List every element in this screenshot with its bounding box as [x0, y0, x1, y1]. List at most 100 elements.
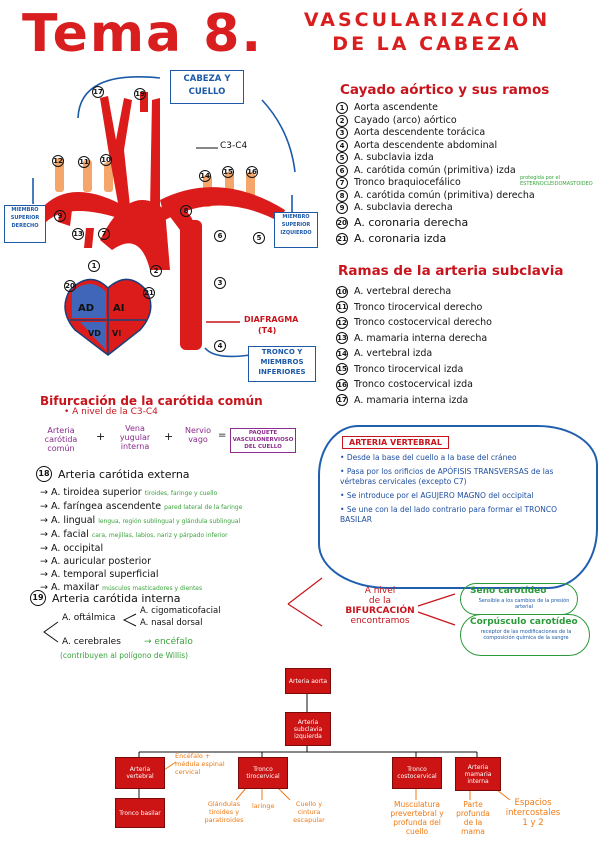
diag-num: 19 — [134, 88, 146, 100]
flow-costocervical: Tronco costocervical — [392, 757, 442, 789]
cayado-title: Cayado aórtico y sus ramos — [334, 82, 556, 98]
list-item: → A. facial cara, mejillas, labios, nari… — [40, 529, 228, 540]
heart-vi-label: VI — [112, 329, 122, 338]
eq-plus-2: + — [164, 430, 174, 443]
diag-num: 3 — [214, 277, 226, 289]
paquete-box: PAQUETE VASCULONERVIOSO DEL CUELLO — [230, 428, 296, 453]
diag-num: 21 — [143, 287, 155, 299]
bif-nivel-text: A nivel de la BIFURCACIÓN encontramos — [345, 586, 415, 626]
label-c3c4: C3-C4 — [220, 141, 248, 151]
eq-nervio: Nervio vago — [184, 426, 212, 444]
flow-note-laringe: laringe — [252, 802, 275, 810]
flow-note-intercostales: Espacios intercostales 1 y 2 — [505, 798, 561, 828]
diag-num: 12 — [52, 155, 64, 167]
cayado-note: protegida por el ESTERNOCLEIDOMASTOIDEO — [520, 175, 593, 187]
diag-num: 15 — [222, 166, 234, 178]
diag-num: 13 — [72, 228, 84, 240]
arrow-head-left — [77, 76, 161, 119]
corpusculo-note: receptor de las modificaciones de la com… — [480, 629, 572, 641]
eq-plus-1: + — [96, 430, 106, 443]
bifurcacion-title: Bifurcación de la carótida común — [34, 394, 269, 408]
page-title: Tema 8. — [22, 4, 264, 64]
list-item: → A. tiroidea superior tiroides, faringe… — [40, 487, 218, 498]
flow-note-mama: Parte profunda de la mama — [456, 800, 490, 836]
flow-note-tiroides: Glándulas tiroides y paratiroides — [204, 800, 244, 824]
box-trunk: TRONCO Y MIEMBROS INFERIORES — [248, 346, 316, 382]
subclavia-title: Ramas de la arteria subclavia — [332, 263, 570, 279]
flow-note-encefalo: Encéfalo + médula espinal cervical — [175, 752, 225, 776]
vertebral-cloud — [318, 425, 598, 589]
list-item: → A. maxilar músculos masticadores y die… — [40, 582, 203, 593]
vertebral-bullets: • Desde la base del cuello a la base del… — [340, 453, 580, 525]
list-item: → A. faríngea ascendente pared lateral d… — [40, 501, 243, 512]
list-item: → A. lingual lengua, región sublingual y… — [40, 515, 241, 526]
interna-title: 19 Arteria carótida interna — [30, 590, 180, 606]
eq-arrow: = — [218, 430, 227, 441]
vertebral-bullet: • Se introduce por el AGUJERO MAGNO del … — [340, 491, 534, 500]
eq-vena: Vena yugular interna — [119, 424, 151, 451]
vertebral-bullet: • Desde la base del cuello a la base del… — [340, 453, 517, 462]
heart-ad-label: AD — [78, 303, 95, 314]
box-right-arm: MIEMBRO SUPERIOR DERECHO — [4, 205, 46, 243]
arrow-bottom — [204, 347, 251, 358]
diag-num: 7 — [98, 228, 110, 240]
flow-mamaria: Arteria mamaria interna — [455, 757, 501, 791]
box-head-neck: CABEZA Y CUELLO — [170, 70, 244, 104]
vertebral-bullet: • Se une con la del lado contrario para … — [340, 505, 557, 524]
heart-vd-label: VD — [88, 329, 101, 338]
subtitle-line-2: DE LA CABEZA — [332, 33, 522, 55]
diag-num: 6 — [214, 230, 226, 242]
flow-note-cuello: Cuello y cintura escapular — [293, 800, 325, 824]
heart-vd — [80, 322, 106, 350]
seno-note: Sensible a los cambios de la presión art… — [478, 598, 570, 610]
label-t4: (T4) — [258, 326, 277, 335]
diag-num: 4 — [214, 340, 226, 352]
arrow-right-curve — [261, 99, 296, 173]
corpusculo-cloud — [460, 614, 590, 656]
list-item: → A. occipital — [40, 543, 104, 554]
encefalo-label: → encéfalo — [144, 637, 193, 647]
page-subtitle: VASCULARIZACIÓN DE LA CABEZA — [292, 8, 562, 56]
flow-basilar: Tronco basilar — [115, 798, 165, 828]
flow-root: Arteria aorta — [285, 668, 331, 694]
nasal-label: A. nasal dorsal — [140, 618, 203, 628]
subtitle-line-1: VASCULARIZACIÓN — [303, 9, 551, 31]
diag-num: 1 — [88, 260, 100, 272]
flow-vertebral: Arteria vertebral — [115, 757, 165, 789]
cerebrales-label: A. cerebrales — [62, 637, 121, 647]
oftalmica-label: A. oftálmica — [62, 613, 116, 623]
diag-num: 16 — [246, 166, 258, 178]
box-left-arm: MIEMBRO SUPERIOR IZQUIERDO — [274, 212, 318, 248]
flow-subclavia: Arteria subclavia izquierda — [285, 712, 331, 746]
bifurcacion-sub: • A nivel de la C3-C4 — [64, 407, 158, 417]
corpusculo-label: Corpúsculo carotídeo — [470, 617, 578, 627]
flow-tirocervical: Tronco tirocervical — [238, 757, 288, 789]
willis-label: (contribuyen al polígono de Willis) — [60, 651, 189, 660]
vessels — [40, 92, 285, 350]
diag-num: 9 — [54, 210, 66, 222]
heart-ai-label: AI — [113, 303, 125, 314]
artery-10 — [104, 162, 113, 192]
diag-num: 8 — [180, 205, 192, 217]
cigomatico-label: A. cigomaticofacial — [140, 606, 221, 616]
label-diafragma: DIAFRAGMA — [244, 315, 299, 324]
list-item: → A. auricular posterior — [40, 556, 151, 567]
